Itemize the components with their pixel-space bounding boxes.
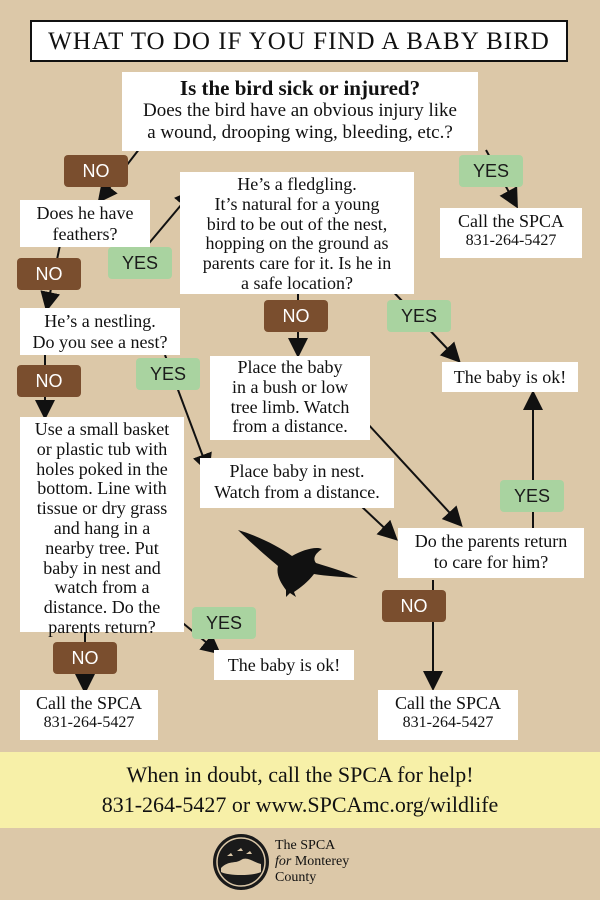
basket-line7: nearby tree. Put [45, 537, 159, 558]
call-spca-top-label: Call the SPCA [457, 211, 564, 231]
question-feathers-line1: Does he have [36, 203, 134, 223]
baby-ok-bottom-label: The baby is ok! [227, 655, 341, 675]
tag-yes-feathers: YES [108, 247, 172, 279]
call-spca-right-label: Call the SPCA [394, 693, 501, 713]
basket-line2: or plastic tub with [36, 438, 168, 459]
fledgling-line2: It’s natural for a young [214, 193, 380, 214]
call-spca-top-box: Call the SPCA 831-264-5427 [440, 208, 582, 258]
tag-no-parents: NO [382, 590, 446, 622]
logo-line2: for Monterey [275, 854, 349, 870]
call-spca-top-phone: 831-264-5427 [465, 231, 557, 249]
call-spca-left-phone: 831-264-5427 [43, 713, 135, 731]
tag-yes-basket: YES [192, 607, 256, 639]
question-feathers-box: Does he have feathers? [20, 200, 150, 247]
tag-yes-injured: YES [459, 155, 523, 187]
baby-ok-right-box: The baby is ok! [442, 362, 578, 392]
spca-logo-text: The SPCA for Monterey County [275, 838, 349, 886]
question-feathers-line2: feathers? [52, 223, 118, 244]
basket-line3: holes poked in the [36, 458, 168, 479]
baby-ok-right-label: The baby is ok! [453, 367, 567, 387]
logo-line3: County [275, 870, 317, 885]
fledgling-line5: parents care for it. Is he in [202, 253, 392, 274]
fledgling-line1: He’s a fledgling. [237, 174, 357, 194]
bush-line4: from a distance. [232, 416, 348, 437]
bush-line2: in a bush or low [232, 376, 348, 397]
bush-line3: tree limb. Watch [230, 396, 350, 417]
spca-logo-icon [213, 834, 269, 890]
footer-line2: 831-264-5427 or www.SPCAmc.org/wildlife [101, 792, 499, 817]
tag-yes-parents: YES [500, 480, 564, 512]
call-spca-right-box: Call the SPCA 831-264-5427 [378, 690, 518, 740]
logo-line2-rest: Monterey [294, 854, 350, 869]
tag-no-nestling: NO [17, 365, 81, 397]
question-nestling-box: He’s a nestling. Do you see a nest? [20, 308, 180, 355]
basket-line11: parents return? [48, 616, 156, 637]
logo-line1: The SPCA [275, 838, 336, 853]
logo-line2-italic: for [275, 854, 292, 869]
fledgling-line4: hopping on the ground as [205, 233, 389, 254]
basket-line9: watch from a [54, 577, 150, 598]
place-nest-line1: Place baby in nest. [229, 461, 365, 481]
bird-silhouette [238, 530, 358, 597]
call-spca-left-box: Call the SPCA 831-264-5427 [20, 690, 158, 740]
fledgling-box: He’s a fledgling. It’s natural for a you… [180, 172, 414, 294]
tag-yes-fledgling: YES [387, 300, 451, 332]
footer-line1: When in doubt, call the SPCA for help! [126, 762, 474, 787]
bush-line1: Place the baby [237, 357, 343, 377]
basket-line1: Use a small basket [34, 419, 170, 439]
call-spca-right-phone: 831-264-5427 [402, 713, 494, 731]
tag-no-feathers: NO [17, 258, 81, 290]
place-nest-line2: Watch from a distance. [214, 481, 380, 502]
basket-line6: and hang in a [53, 517, 151, 538]
tag-no-injured: NO [64, 155, 128, 187]
arrow-bush-to-parents [354, 409, 463, 527]
question-injured-line2: a wound, drooping wing, bleeding, etc.? [147, 121, 453, 143]
question-injured-box: Is the bird sick or injured? Does the bi… [122, 72, 478, 151]
basket-line5: tissue or dry grass [36, 498, 168, 519]
arrow-place-to-parents [359, 504, 398, 541]
tag-yes-nestling: YES [136, 358, 200, 390]
page-title: WHAT TO DO IF YOU FIND A BABY BIRD [30, 20, 568, 62]
tag-no-fledgling: NO [264, 300, 328, 332]
tag-no-basket: NO [53, 642, 117, 674]
question-parents-line2: to care for him? [433, 551, 549, 572]
question-injured-heading: Is the bird sick or injured? [179, 76, 421, 100]
question-parents-line1: Do the parents return [414, 531, 568, 551]
basket-line4: bottom. Line with [37, 478, 167, 499]
basket-line10: distance. Do the [43, 597, 161, 618]
bush-box: Place the baby in a bush or low tree lim… [210, 356, 370, 440]
fledgling-line3: bird to be out of the nest, [206, 213, 388, 234]
footer-banner: When in doubt, call the SPCA for help! 8… [0, 752, 600, 828]
place-nest-box: Place baby in nest. Watch from a distanc… [200, 458, 394, 508]
call-spca-left-label: Call the SPCA [35, 693, 142, 713]
question-nestling-line1: He’s a nestling. [44, 311, 156, 331]
basket-box: Use a small basket or plastic tub with h… [20, 417, 184, 637]
baby-ok-bottom-box: The baby is ok! [214, 650, 354, 680]
question-nestling-line2: Do you see a nest? [32, 331, 168, 352]
fledgling-line6: a safe location? [241, 272, 353, 293]
question-parents-box: Do the parents return to care for him? [398, 528, 584, 578]
question-injured-line1: Does the bird have an obvious injury lik… [143, 100, 457, 122]
basket-line8: baby in nest and [43, 557, 161, 578]
